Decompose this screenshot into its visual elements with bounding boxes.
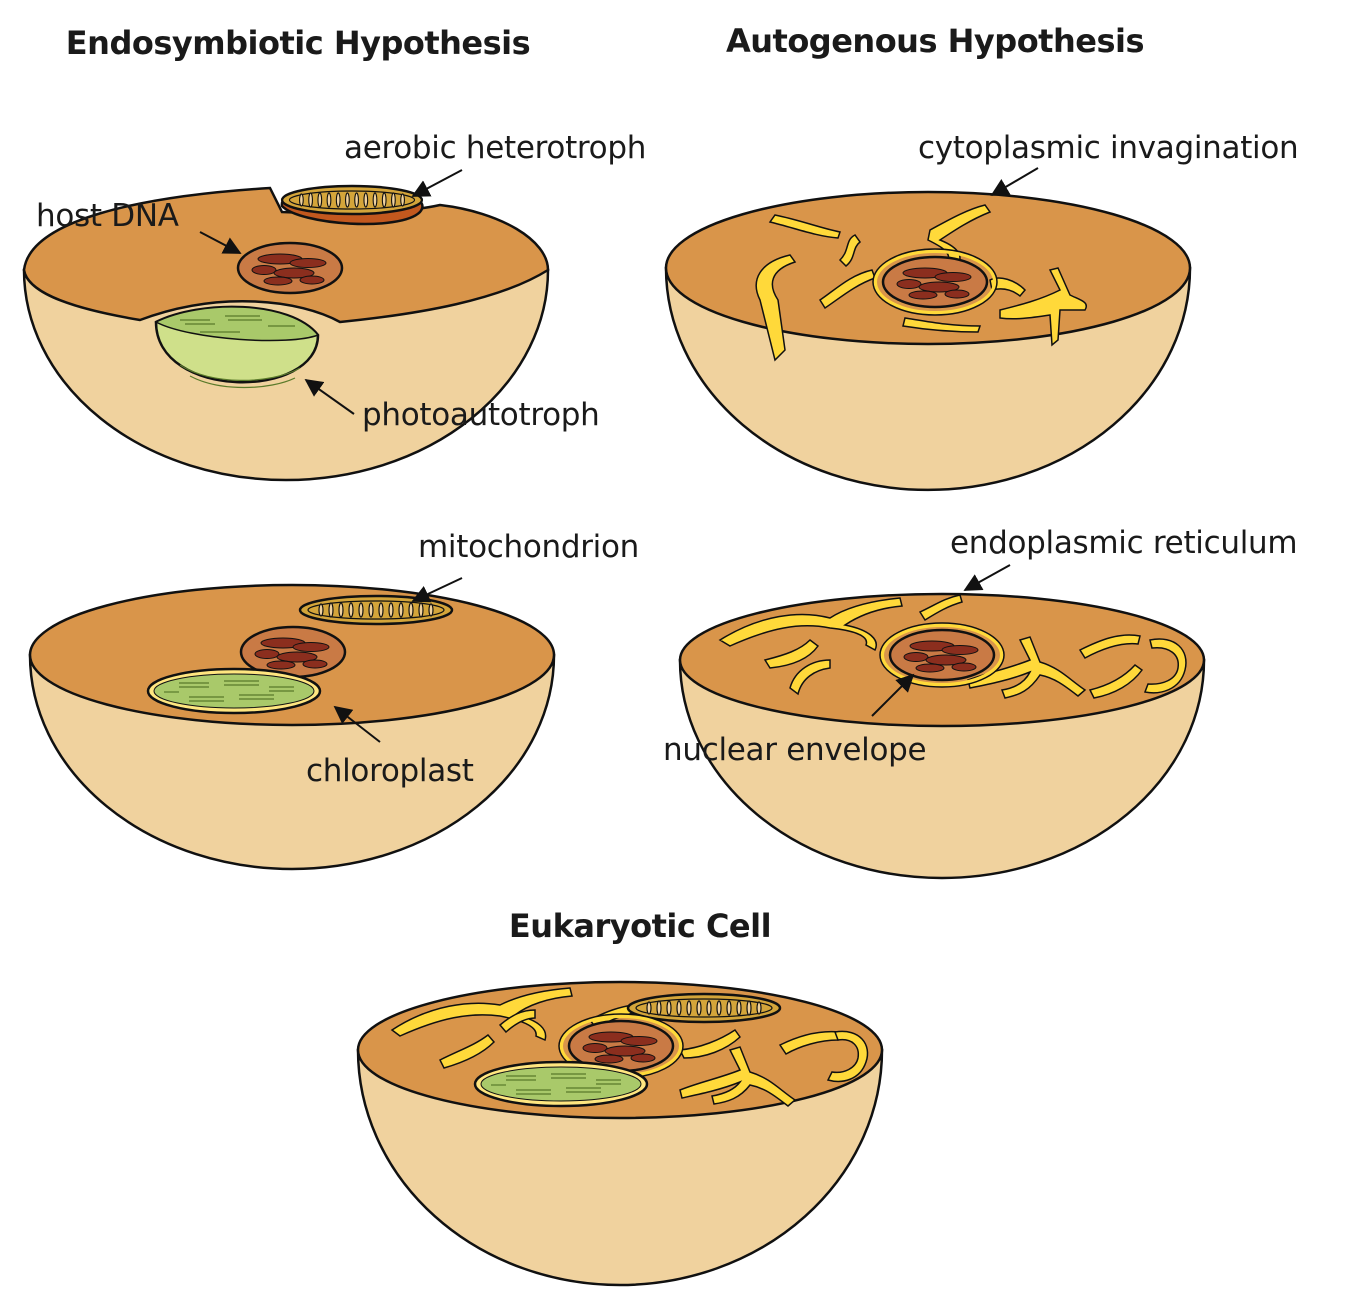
autogenous-cell-result [678, 592, 1206, 880]
label-endoplasmic-reticulum: endoplasmic reticulum [950, 525, 1297, 561]
label-cytoplasmic-invagination: cytoplasmic invagination [918, 130, 1298, 166]
heading-autogenous: Autogenous Hypothesis [726, 22, 1144, 60]
arrow-endoplasmic-reticulum [963, 564, 1011, 591]
label-host-dna: host DNA [36, 198, 179, 234]
arrow-chloroplast [333, 705, 381, 743]
endosymbiotic-cell-result [28, 583, 556, 871]
arrow-mitochondrion [411, 577, 463, 603]
heading-eukaryotic: Eukaryotic Cell [509, 907, 771, 945]
aerobic-heterotroph-shape [280, 184, 424, 226]
label-chloroplast: chloroplast [306, 753, 474, 789]
label-photoautotroph: photoautotroph [362, 397, 600, 433]
arrow-photoautotroph [304, 378, 355, 415]
eukaryotic-cell [356, 980, 884, 1287]
endosymbiotic-cell-engulfing [22, 184, 550, 482]
arrow-cytoplasmic-invagination [990, 167, 1039, 196]
eukaryotic-er-network [390, 987, 869, 1107]
arrow-host-dna [199, 231, 242, 254]
label-aerobic-heterotroph: aerobic heterotroph [344, 130, 646, 166]
mitochondrion-shape [298, 594, 454, 626]
chloroplast-shape [146, 667, 322, 715]
host-dna-nucleus [236, 241, 344, 295]
er-network [718, 594, 1187, 699]
label-nuclear-envelope: nuclear envelope [663, 732, 926, 768]
arrow-aerobic-heterotroph [411, 169, 463, 197]
eukaryotic-chloroplast [473, 1060, 649, 1108]
arrow-nuclear-envelope [871, 673, 915, 717]
invagination-shapes [755, 204, 1087, 362]
autogenous-cell-invagination [664, 190, 1192, 492]
label-mitochondrion: mitochondrion [418, 529, 639, 565]
heading-endosymbiotic: Endosymbiotic Hypothesis [66, 24, 530, 62]
photoautotroph-shape [154, 305, 320, 389]
